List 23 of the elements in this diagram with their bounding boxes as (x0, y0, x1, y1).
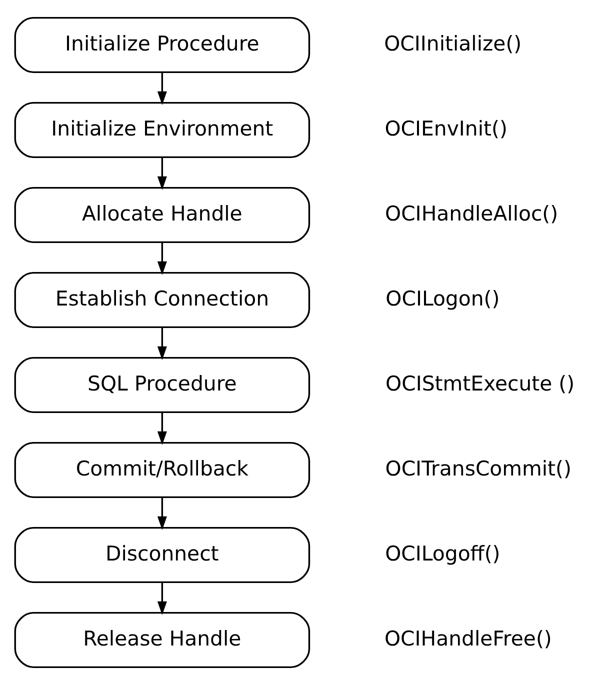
node-label: OCIHandleFree() (384, 626, 552, 650)
node-label: OCIEnvInit() (384, 116, 508, 140)
node-box: Commit/Rollback (14, 441, 310, 498)
arrow (157, 412, 167, 444)
node-label: OCILogon() (386, 286, 500, 310)
node-box: Disconnect (14, 526, 310, 583)
arrow (157, 327, 167, 360)
node-box: Release Handle (14, 611, 310, 668)
node-label: OCITransCommit() (385, 456, 572, 480)
arrow (157, 72, 167, 104)
node-box: SQL Procedure (14, 356, 310, 413)
arrow (157, 157, 167, 190)
arrow (157, 242, 167, 274)
node-box: Initialize Environment (14, 101, 310, 158)
node-box: Establish Connection (14, 271, 310, 328)
node-box: Allocate Handle (14, 186, 310, 243)
node-label: OCILogoff() (385, 540, 500, 565)
node-label: OCIStmtExecute () (386, 370, 575, 395)
arrow (157, 497, 167, 530)
node-box: Initialize Procedure (14, 16, 310, 73)
node-label: OCIHandleAlloc() (385, 200, 558, 225)
arrow (157, 582, 167, 614)
node-label: OCIInitialize() (384, 30, 522, 55)
